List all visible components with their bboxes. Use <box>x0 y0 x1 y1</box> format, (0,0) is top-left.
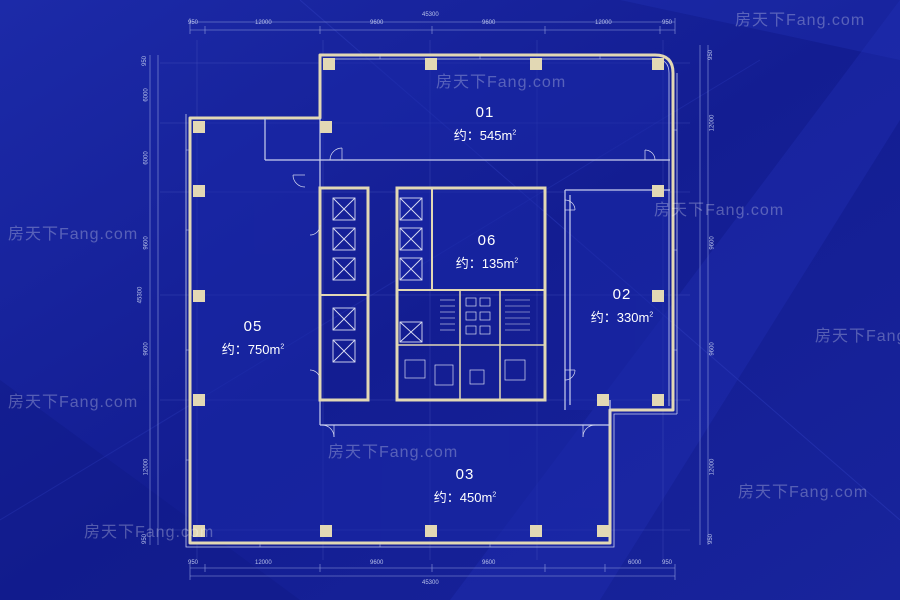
core <box>318 186 547 402</box>
unit-01-label: 01 约：545m2 <box>430 104 540 144</box>
dim-right-segment: 950 <box>708 49 715 61</box>
unit-area: 约：545m2 <box>453 128 517 143</box>
dim-left-segment: 950 <box>142 55 149 67</box>
restroom-fixtures <box>404 297 526 386</box>
unit-06-label: 06 约：135m2 <box>432 232 542 272</box>
watermark: 房天下Fang.com <box>436 74 567 91</box>
dim-top-segment: 9600 <box>370 20 384 26</box>
dim-bottom-segment: 6000 <box>628 560 642 566</box>
watermark: 房天下Fang.com <box>8 226 139 243</box>
dim-right-segment: 9600 <box>709 236 716 250</box>
unit-floor-fills <box>190 55 670 543</box>
watermark: 房天下Fang.com <box>815 328 900 345</box>
unit-area: 约：135m2 <box>455 256 519 271</box>
unit-id: 06 <box>477 232 497 249</box>
dim-left-segment: 12000 <box>143 458 150 476</box>
dim-top-segment: 9600 <box>482 20 496 26</box>
dim-bottom-segment: 9600 <box>370 560 384 566</box>
unit-area: 约：750m2 <box>221 342 285 357</box>
dim-top-segment: 12000 <box>595 20 612 26</box>
dim-top-segment: 950 <box>188 20 199 26</box>
unit-id: 03 <box>455 466 475 483</box>
dim-right-segment: 950 <box>708 533 715 545</box>
dim-right-segment: 12000 <box>709 458 716 476</box>
dim-bottom-segment: 9600 <box>482 560 496 566</box>
watermark: 房天下Fang.com <box>735 12 866 29</box>
dim-bottom-segment: 950 <box>188 560 199 566</box>
interior-partitions <box>264 118 670 426</box>
structural-columns <box>193 58 664 537</box>
unit-area: 约：330m2 <box>590 310 654 325</box>
exterior-walls <box>188 53 675 545</box>
dim-right-segment: 9600 <box>709 342 716 356</box>
mullions <box>186 55 677 547</box>
background-facet <box>620 0 900 60</box>
doors <box>292 147 656 438</box>
stairs <box>440 299 530 331</box>
dim-bottom-total: 45300 <box>422 580 439 586</box>
unit-02-label: 02 约：330m2 <box>567 286 677 326</box>
watermark: 房天下Fang.com <box>738 484 869 501</box>
unit-05-label: 05 约：750m2 <box>198 318 308 358</box>
dim-bottom-segment: 950 <box>662 560 673 566</box>
watermark: 房天下Fang.com <box>8 394 139 411</box>
watermark: 房天下Fang.com <box>84 524 215 541</box>
dimension-lines <box>149 18 709 580</box>
dim-left-segment: 6000 <box>143 151 150 165</box>
dim-top-segment: 12000 <box>255 20 272 26</box>
dim-left-segment: 9600 <box>143 236 150 250</box>
watermark: 房天下Fang.com <box>654 202 785 219</box>
dim-left-total: 45300 <box>137 286 144 304</box>
watermark: 房天下Fang.com <box>328 444 459 461</box>
unit-03-label: 03 约：450m2 <box>410 466 520 506</box>
dim-top-segment: 950 <box>662 20 673 26</box>
dim-right-segment: 12000 <box>709 114 716 132</box>
unit-id: 02 <box>612 286 632 303</box>
unit-id: 01 <box>475 104 495 121</box>
dim-top-total: 45300 <box>422 12 439 18</box>
unit-id: 05 <box>243 318 263 335</box>
elevators <box>332 197 423 363</box>
dim-left-segment: 9600 <box>143 342 150 356</box>
dim-left-segment: 6000 <box>143 88 150 102</box>
dim-bottom-segment: 12000 <box>255 560 272 566</box>
unit-area: 约：450m2 <box>433 490 497 505</box>
